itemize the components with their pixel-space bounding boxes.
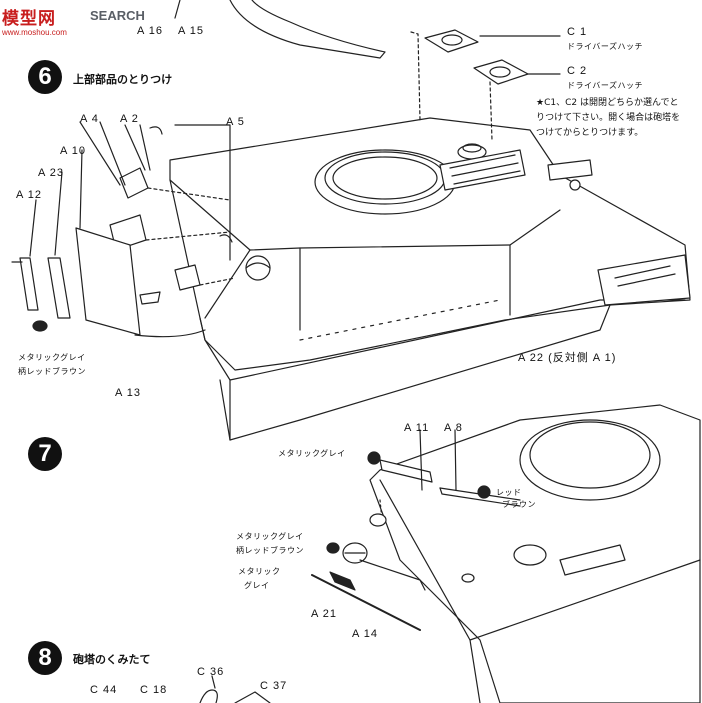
step-6-title: 上部部品のとりつけ xyxy=(73,73,173,86)
hatch-note: ★C1、C2 は開閉どちらか選んでとりつけて下さい。開く場合は砲塔をつけてからと… xyxy=(536,98,681,138)
step7-small-parts xyxy=(311,429,521,631)
label-c18: C 18 xyxy=(140,684,168,696)
label-a14: A 14 xyxy=(352,628,379,640)
step6-hull-body xyxy=(134,117,691,441)
label-c1: C 1 xyxy=(567,26,588,38)
paint-note-b-2: ブラウン xyxy=(502,500,536,509)
step8-parts-stub xyxy=(199,675,271,703)
label-c2-name: ドライバーズハッチ xyxy=(567,81,643,90)
label-a4: A 4 xyxy=(80,113,99,125)
label-a16: A 16 xyxy=(137,25,164,37)
label-a23: A 23 xyxy=(38,167,65,179)
label-a11: A 11 xyxy=(404,422,430,434)
top-fender-part xyxy=(174,0,386,59)
step7-hull-rear xyxy=(369,404,701,703)
label-a2: A 2 xyxy=(120,113,139,125)
label-a10: A 10 xyxy=(60,145,87,157)
label-c44: C 44 xyxy=(90,684,118,696)
paint-note-a: メタリックグレイ xyxy=(278,449,346,458)
label-a12: A 12 xyxy=(16,189,43,201)
label-c37: C 37 xyxy=(260,680,288,692)
label-a13: A 13 xyxy=(115,387,142,399)
label-a8: A 8 xyxy=(444,422,463,434)
paint-note-1: メタリックグレイ xyxy=(18,353,86,362)
label-c1-name: ドライバーズハッチ xyxy=(567,42,643,51)
site-watermark: 模型网 SEARCH www.moshou.com xyxy=(2,4,172,40)
watermark-url: www.moshou.com xyxy=(2,28,67,37)
step-8-badge: 8 xyxy=(28,641,62,675)
step6-small-parts xyxy=(11,121,236,336)
label-a5: A 5 xyxy=(226,116,245,128)
paint-note-2: 柄レッドブラウン xyxy=(18,367,86,376)
paint-note-d-1: メタリック xyxy=(238,567,281,576)
step-6-badge: 6 xyxy=(28,60,62,94)
watermark-search-text: SEARCH xyxy=(90,8,145,23)
label-c36: C 36 xyxy=(197,666,225,678)
label-c2: C 2 xyxy=(567,65,588,77)
label-a22: A 22 (反対側 A 1) xyxy=(518,352,617,364)
watermark-logo: 模型网 xyxy=(2,9,56,29)
step-7-badge: 7 xyxy=(28,437,62,471)
hatch-parts xyxy=(410,29,561,141)
label-a15: A 15 xyxy=(178,25,205,37)
paint-note-b-1: レッド xyxy=(496,488,522,497)
paint-note-c-1: メタリックグレイ xyxy=(236,532,304,541)
label-a21: A 21 xyxy=(311,608,338,620)
paint-note-c-2: 柄レッドブラウン xyxy=(236,546,304,555)
step-8-title: 砲塔のくみたて xyxy=(73,653,151,666)
paint-note-d-2: グレイ xyxy=(244,581,270,590)
